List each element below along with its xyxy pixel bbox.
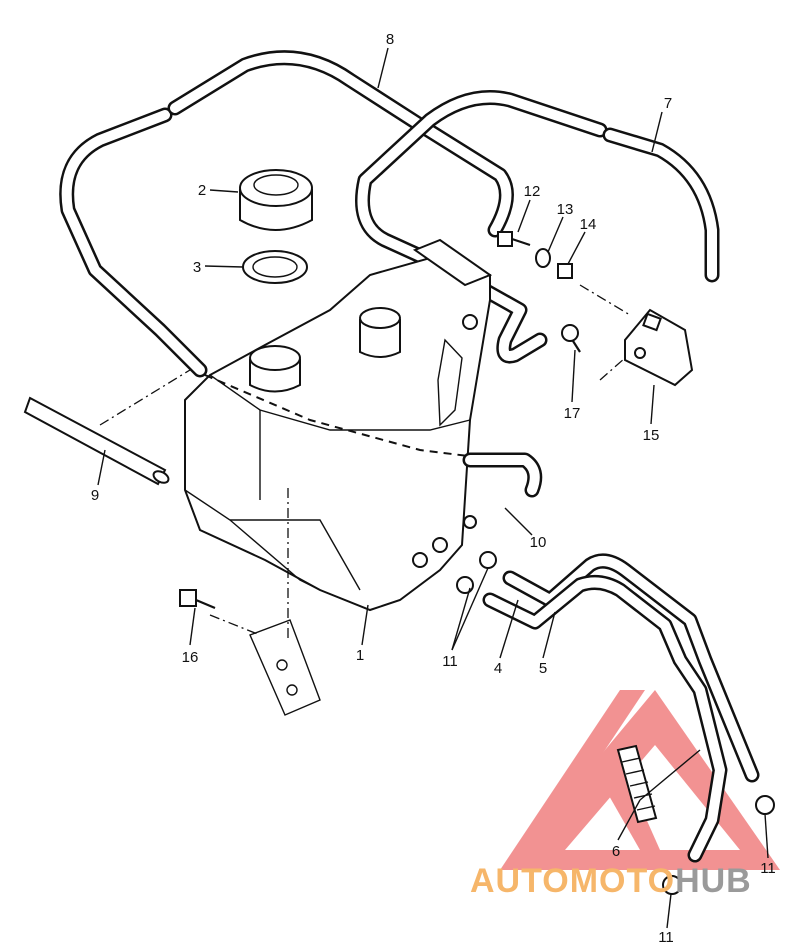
- callout-1: 1: [356, 647, 364, 664]
- nut-14: [557, 263, 573, 279]
- callout-8: 8: [386, 31, 394, 48]
- callout-11-tank: 11: [442, 653, 458, 670]
- hose-clamp-right: [755, 795, 775, 815]
- oil-tank: [184, 238, 543, 612]
- watermark-text: AUTOMOTOHUB: [470, 862, 752, 901]
- frame-section: [249, 619, 321, 716]
- mounting-bracket: [624, 308, 694, 387]
- hose-4: [502, 553, 760, 783]
- hose-9: [23, 396, 170, 486]
- callout-11-bottom: 11: [658, 929, 674, 946]
- callout-10: 10: [530, 534, 547, 551]
- callout-7: 7: [664, 95, 672, 112]
- callout-16: 16: [182, 649, 199, 666]
- gasket-ring: [242, 250, 308, 284]
- bolt-16: [179, 589, 216, 610]
- callout-6: 6: [612, 843, 620, 860]
- leader-lines: [97, 47, 769, 929]
- callout-12: 12: [524, 183, 541, 200]
- callout-9: 9: [91, 487, 99, 504]
- callout-15: 15: [643, 427, 660, 444]
- callout-2: 2: [198, 182, 206, 199]
- hose-clamp-lower: [456, 576, 474, 594]
- filler-cap: [239, 169, 313, 231]
- callout-11-right: 11: [760, 860, 776, 877]
- alignment-lines: [99, 284, 631, 640]
- washer-13: [535, 248, 551, 268]
- callout-5: 5: [539, 660, 547, 677]
- callout-14: 14: [580, 216, 597, 233]
- clip-17: [561, 324, 581, 353]
- callout-13: 13: [557, 201, 574, 218]
- hose-protector: [616, 744, 658, 824]
- callout-17: 17: [564, 405, 581, 422]
- hose-7: [355, 90, 720, 364]
- hose-clamp-bottom: [662, 875, 682, 895]
- watermark-text-hub: HUB: [675, 862, 752, 900]
- callout-3: 3: [193, 259, 201, 276]
- watermark-text-automoto: AUTOMOTO: [470, 862, 676, 900]
- hose-clamp-upper: [479, 551, 497, 569]
- callout-4: 4: [494, 660, 502, 677]
- hose-8: [59, 50, 514, 378]
- bolt-12: [497, 231, 531, 247]
- hose-5: [482, 574, 728, 863]
